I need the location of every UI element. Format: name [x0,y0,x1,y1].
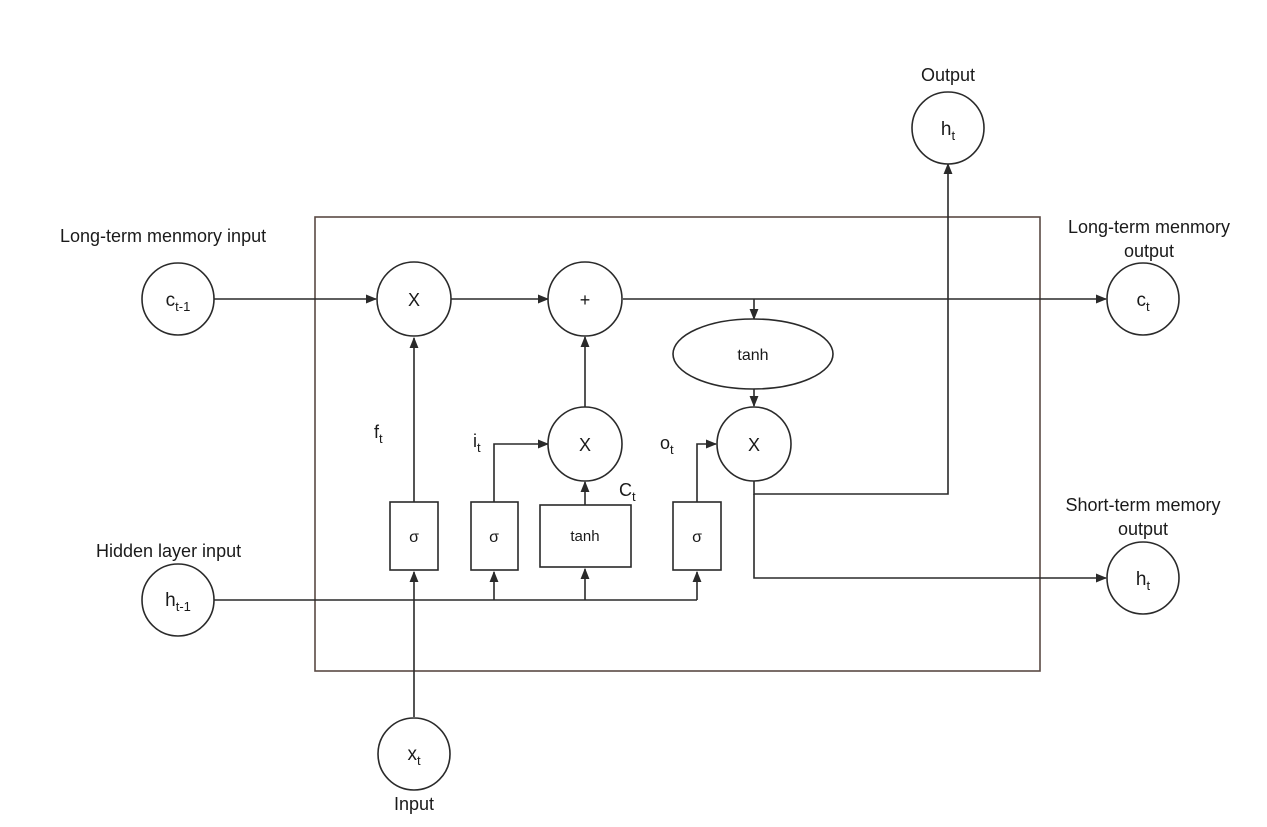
cell-tanh-label: tanh [737,347,768,364]
node-h-prev-main: h [165,590,176,611]
output-multiply-op: X [716,406,792,482]
lstm-cell-frame [314,216,1041,672]
line-output-mult-to-output-top [753,162,953,495]
svg-text:ht: ht [1136,569,1151,593]
add-symbol: + [580,290,591,310]
node-h-out-right-sub: t [1146,578,1150,593]
output-sigma-label: σ [692,529,702,546]
output-gate-label: ot [660,433,674,457]
node-x-t-sub: t [417,753,421,768]
node-c-t-main: c [1136,290,1146,311]
candidate-state-label: Ct [619,480,636,504]
forget-multiply-symbol: X [408,290,420,310]
forget-gate-label: ft [374,422,383,446]
candidate-tanh-gate: tanh [539,504,632,568]
forget-multiply-op: X [376,261,452,337]
svg-text:ht: ht [941,119,956,143]
connections [214,162,1108,717]
node-h-prev: ht-1 [141,563,215,637]
output-sigma-gate: σ [672,501,722,571]
node-h-prev-sub: t-1 [176,599,191,614]
node-x-t: xt [377,717,451,791]
input-label: Input [394,794,434,814]
node-c-t-sub: t [1146,299,1150,314]
cell-tanh-ellipse: tanh [672,318,834,390]
input-gate-label: it [473,431,481,455]
add-op: + [547,261,623,337]
forget-sigma-gate: σ [389,501,439,571]
node-c-prev-main: c [166,290,176,311]
node-h-out-top: ht [911,91,985,165]
candidate-tanh-label: tanh [570,528,599,545]
node-x-t-main: x [407,744,417,765]
node-c-t: ct [1106,262,1180,336]
output-multiply-symbol: X [748,435,760,455]
node-h-out-top-sub: t [951,128,955,143]
forget-sigma-label: σ [409,529,419,546]
long-term-output-label-line1: Long-term menmory [1068,217,1230,237]
long-term-output-label-line2: output [1124,241,1174,261]
short-term-output-label-line1: Short-term memory [1065,495,1220,515]
node-c-prev: ct-1 [141,262,215,336]
hidden-input-label: Hidden layer input [96,541,241,561]
node-h-out-top-main: h [941,119,952,140]
output-label: Output [921,65,975,85]
input-sigma-label: σ [489,529,499,546]
line-input-sigma-to-mult [493,439,550,502]
node-h-out-right-main: h [1136,569,1147,590]
svg-text:ht-1: ht-1 [165,590,191,614]
node-c-prev-sub: t-1 [175,299,190,314]
line-output-mult-to-short-term [753,494,1108,583]
input-sigma-gate: σ [470,501,519,571]
long-term-input-label: Long-term menmory input [60,226,266,246]
input-multiply-symbol: X [579,435,591,455]
svg-text:ct-1: ct-1 [166,290,191,314]
node-h-out-right: ht [1106,541,1180,615]
line-output-sigma-to-mult [696,439,718,502]
svg-text:xt: xt [407,744,421,768]
svg-text:ct: ct [1136,290,1150,314]
short-term-output-label-line2: output [1118,519,1168,539]
input-multiply-op: X [547,406,623,482]
